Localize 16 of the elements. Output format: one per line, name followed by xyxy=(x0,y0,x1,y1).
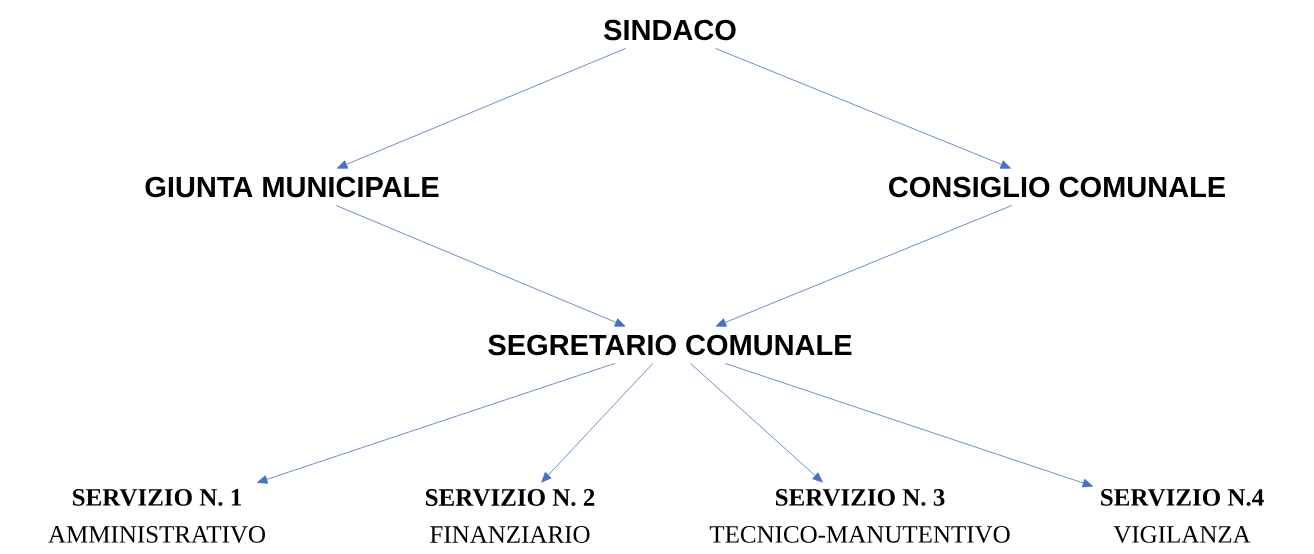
arrow xyxy=(715,48,1011,169)
arrow xyxy=(335,205,626,327)
service-label: SERVIZIO N.4 VIGILANZA xyxy=(1101,489,1264,543)
arrow xyxy=(541,363,654,483)
role-label: CONSIGLIO COMUNALE xyxy=(889,176,1226,198)
arrow xyxy=(724,363,1093,488)
service-label: SERVIZIO N. 2 FINANZIARIO xyxy=(426,489,595,543)
arrow xyxy=(690,363,823,483)
arrow xyxy=(337,48,626,169)
role-label: SINDACO xyxy=(604,19,736,41)
role-label: SEGRETARIO COMUNALE xyxy=(488,334,852,356)
arrow xyxy=(257,363,616,484)
service-label: SERVIZIO N. 3 TECNICO-MANUTENTIVO xyxy=(709,489,1010,543)
role-label: GIUNTA MUNICIPALE xyxy=(145,176,439,198)
arrow xyxy=(715,205,1013,327)
service-label: SERVIZIO N. 1 AMMINISTRATIVO xyxy=(48,489,265,543)
